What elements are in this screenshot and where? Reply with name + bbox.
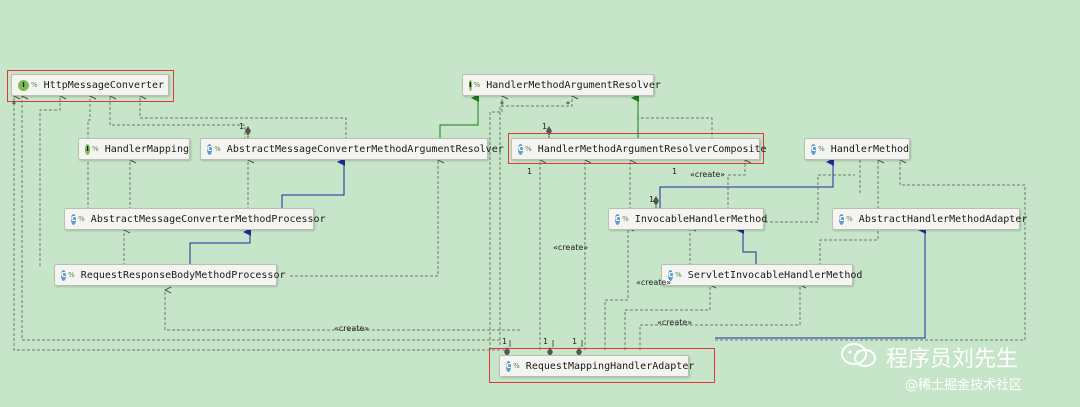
gen-amcmp-amcmar bbox=[281, 158, 345, 210]
modifier-icon: % bbox=[513, 362, 520, 370]
diamond-rmha-2 bbox=[547, 347, 553, 357]
diamond-rmha-3 bbox=[576, 347, 582, 357]
watermark-name: 程序员刘先生 bbox=[886, 347, 1019, 372]
node-label: HandlerMapping bbox=[104, 143, 189, 155]
multiplicity-one: 1 bbox=[672, 167, 678, 176]
multiplicity-one: 1 bbox=[502, 337, 508, 346]
highlight-composite bbox=[508, 133, 764, 164]
edge-rmha-hmar-2 bbox=[499, 96, 572, 345]
edge-rrbmp-amcmar bbox=[290, 160, 438, 277]
stereotype-create: «create» bbox=[636, 278, 672, 287]
edge-amcmar-http bbox=[110, 96, 246, 140]
edge-rmha-handlermethod bbox=[715, 160, 1026, 341]
edge-invocable-handlermethod bbox=[690, 174, 855, 223]
node-label: HandlerMethod bbox=[830, 143, 910, 155]
node-handler-method[interactable]: C % HandlerMethod bbox=[804, 138, 910, 160]
node-handler-method-argument-resolver[interactable]: I % HandlerMethodArgumentResolver bbox=[462, 74, 661, 96]
edge-rmha-servlet-2 bbox=[639, 285, 800, 350]
watermark-site: @稀土掘金技术社区 bbox=[905, 378, 1023, 393]
modifier-icon: % bbox=[31, 81, 38, 89]
multiplicity-one: 1 bbox=[527, 167, 533, 176]
edge-servlet-handlermethod bbox=[819, 160, 878, 266]
stereotype-create: «create» bbox=[657, 318, 693, 327]
edge-rmha-rrbmp bbox=[165, 290, 520, 331]
node-label: HandlerMethodArgumentResolverComposite bbox=[537, 143, 767, 155]
modifier-icon: % bbox=[846, 215, 853, 223]
stereotype-create: «create» bbox=[553, 243, 589, 252]
edge-rrbmp-http bbox=[39, 96, 60, 266]
highlight-adapter bbox=[489, 348, 715, 383]
edge-amcmar-http-2 bbox=[140, 96, 347, 140]
class-icon: C bbox=[518, 143, 524, 155]
multiplicity-one: 1 bbox=[572, 337, 578, 346]
node-label: InvocableHandlerMethod bbox=[634, 213, 768, 225]
diamond-invocable bbox=[653, 196, 659, 206]
edge-rmha-http bbox=[14, 96, 510, 351]
edge-amcmp-http bbox=[87, 96, 90, 210]
gen-rmha-abstractadapter bbox=[715, 226, 926, 339]
node-request-response-body-method-processor[interactable]: C % RequestResponseBodyMethodProcessor bbox=[54, 264, 286, 286]
node-handler-method-argument-resolver-composite[interactable]: C % HandlerMethodArgumentResolverComposi… bbox=[511, 138, 767, 160]
interface-icon: I bbox=[85, 143, 91, 155]
class-icon: C bbox=[615, 213, 621, 225]
stereotype-create: «create» bbox=[334, 324, 370, 333]
modifier-icon: % bbox=[675, 271, 682, 279]
multiplicity-one: 1 bbox=[543, 337, 549, 346]
node-abstract-message-converter-method-argument-resolver[interactable]: C % AbstractMessageConverterMethodArgume… bbox=[200, 138, 504, 160]
interface-icon: I bbox=[18, 79, 29, 91]
node-label: ServletInvocableHandlerMethod bbox=[687, 269, 863, 281]
watermark-logo bbox=[840, 342, 878, 368]
edge-create-composite bbox=[727, 160, 745, 210]
node-abstract-handler-method-adapter[interactable]: C % AbstractHandlerMethodAdapter bbox=[832, 208, 1027, 230]
modifier-icon: % bbox=[473, 81, 481, 89]
node-label: AbstractMessageConverterMethodArgumentRe… bbox=[226, 143, 504, 155]
multiplicity-one: 1 bbox=[542, 122, 548, 131]
class-icon: C bbox=[71, 213, 77, 225]
node-invocable-handler-method[interactable]: C % InvocableHandlerMethod bbox=[608, 208, 768, 230]
edge-rmha-hmar bbox=[489, 96, 502, 350]
class-icon: C bbox=[668, 269, 674, 281]
modifier-icon: % bbox=[78, 215, 85, 223]
class-icon: C bbox=[839, 213, 845, 225]
stereotype-create: «create» bbox=[690, 170, 726, 179]
diamond-amcmar bbox=[245, 126, 251, 136]
multiplicity-star: * bbox=[500, 100, 504, 109]
diamond-rmha-1 bbox=[504, 347, 510, 357]
gen-amcmar-hmar bbox=[439, 94, 479, 140]
node-label: RequestMappingHandlerAdapter bbox=[525, 360, 695, 372]
gen-servlet-invocable bbox=[736, 226, 757, 266]
node-label: RequestResponseBodyMethodProcessor bbox=[80, 269, 286, 281]
modifier-icon: % bbox=[622, 215, 629, 223]
node-servlet-invocable-handler-method[interactable]: C % ServletInvocableHandlerMethod bbox=[661, 264, 862, 286]
modifier-icon: % bbox=[92, 145, 99, 153]
node-label: AbstractHandlerMethodAdapter bbox=[858, 213, 1028, 225]
edge-rmha-servlet bbox=[624, 285, 710, 350]
multiplicity-star: * bbox=[12, 100, 16, 109]
class-icon: C bbox=[207, 143, 213, 155]
multiplicity-star: * bbox=[566, 100, 570, 109]
modifier-icon: % bbox=[525, 145, 532, 153]
edge-rmha-http-2 bbox=[22, 96, 500, 341]
multiplicity-one: 1 bbox=[239, 122, 245, 131]
modifier-icon: % bbox=[818, 145, 825, 153]
node-label: HttpMessageConverter bbox=[43, 79, 165, 91]
node-abstract-message-converter-method-processor[interactable]: C % AbstractMessageConverterMethodProces… bbox=[64, 208, 326, 230]
node-label: AbstractMessageConverterMethodProcessor bbox=[90, 213, 326, 225]
multiplicity-one: 1 bbox=[649, 195, 655, 204]
class-icon: C bbox=[61, 269, 67, 281]
node-label: HandlerMethodArgumentResolver bbox=[486, 79, 661, 91]
node-request-mapping-handler-adapter[interactable]: C % RequestMappingHandlerAdapter bbox=[499, 355, 694, 377]
gen-rrbmp-amcmp bbox=[189, 228, 251, 266]
class-icon: C bbox=[506, 360, 512, 372]
modifier-icon: % bbox=[68, 271, 75, 279]
gen-invocable-handlermethod bbox=[659, 158, 834, 210]
node-http-message-converter[interactable]: I % HttpMessageConverter bbox=[11, 74, 169, 96]
edge-rmha-invocable bbox=[604, 228, 628, 350]
modifier-icon: % bbox=[214, 145, 221, 153]
highlight-http-message-converter bbox=[7, 70, 174, 102]
node-handler-mapping[interactable]: I % HandlerMapping bbox=[78, 138, 190, 160]
class-icon: C bbox=[811, 143, 817, 155]
interface-icon: I bbox=[469, 79, 472, 91]
